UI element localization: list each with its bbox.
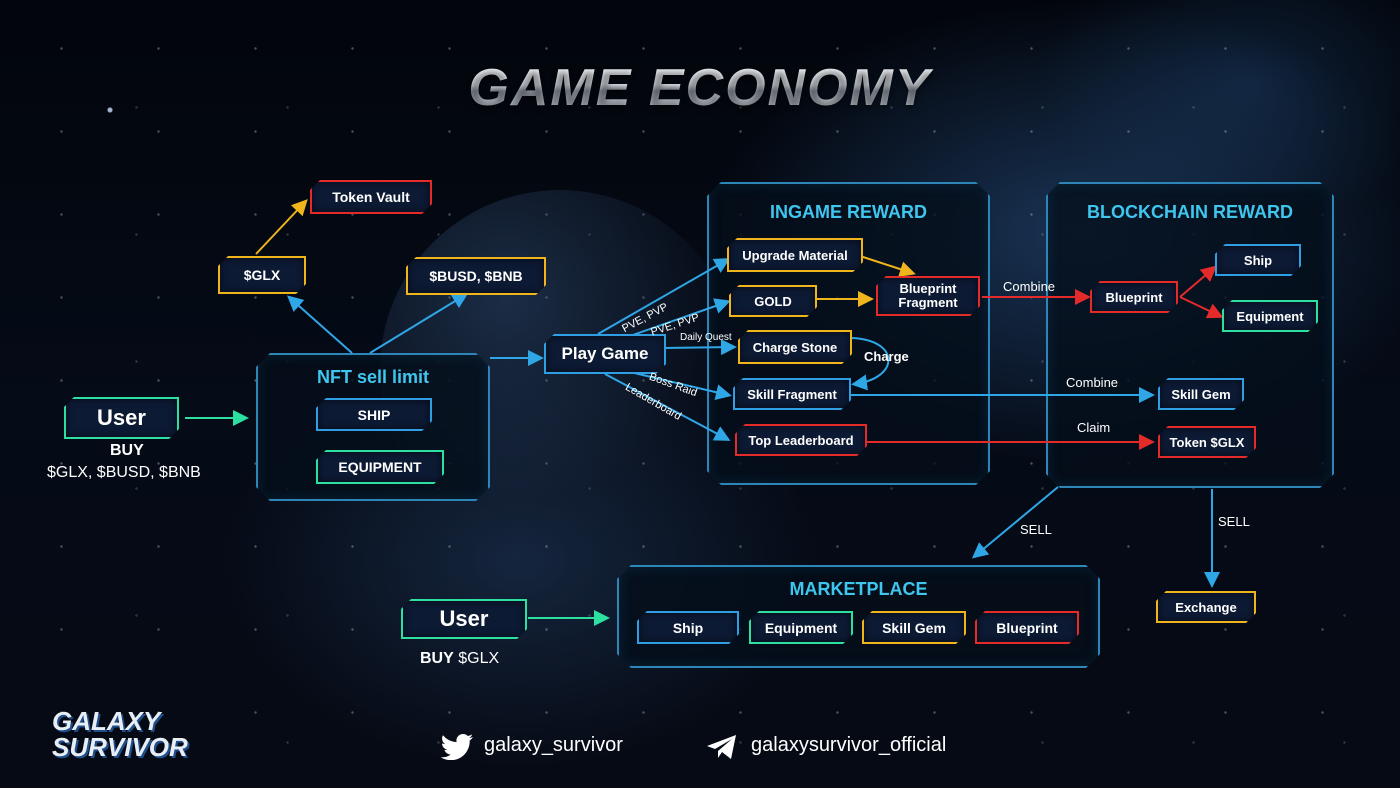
glx-tag[interactable]: $GLX <box>218 256 306 294</box>
blueprint-fragment-line1: Blueprint <box>899 281 956 296</box>
twitter-handle[interactable]: galaxy_survivor <box>484 734 623 757</box>
claim-label: Claim <box>1077 420 1110 435</box>
marketplace-equipment-tag[interactable]: Equipment <box>749 611 853 644</box>
twitter-bird-icon[interactable] <box>440 734 474 760</box>
sell-label-exchange: SELL <box>1218 514 1250 529</box>
sell-label-marketplace: SELL <box>1020 522 1052 537</box>
nft-equipment-tag[interactable]: EQUIPMENT <box>316 450 444 484</box>
blockchain-equipment-tag[interactable]: Equipment <box>1222 300 1318 332</box>
exchange-tag[interactable]: Exchange <box>1156 591 1256 623</box>
token-vault-tag[interactable]: Token Vault <box>310 180 432 214</box>
user-tag[interactable]: User <box>64 397 179 439</box>
blockchain-ship-tag[interactable]: Ship <box>1215 244 1301 276</box>
blueprint-fragment-line2: Fragment <box>898 295 957 310</box>
nft-ship-tag[interactable]: SHIP <box>316 398 432 431</box>
play-game-tag[interactable]: Play Game <box>544 334 666 374</box>
marketplace-blueprint-tag[interactable]: Blueprint <box>975 611 1079 644</box>
upgrade-material-tag[interactable]: Upgrade Material <box>727 238 863 272</box>
galaxy-survivor-logo: GALAXY SURVIVOR <box>52 708 188 760</box>
daily-quest-label: Daily Quest <box>680 332 732 343</box>
skill-gem-tag[interactable]: Skill Gem <box>1158 378 1244 410</box>
user2-buy-label: BUY <box>420 650 454 667</box>
blueprint-tag[interactable]: Blueprint <box>1090 281 1178 313</box>
user2-tag[interactable]: User <box>401 599 527 639</box>
combine-label-1: Combine <box>1003 279 1055 294</box>
user2-buy-line: BUY $GLX <box>420 650 499 668</box>
marketplace-skill-gem-tag[interactable]: Skill Gem <box>862 611 966 644</box>
gold-tag[interactable]: GOLD <box>729 285 817 317</box>
top-leaderboard-tag[interactable]: Top Leaderboard <box>735 424 867 456</box>
user-buy-currencies: $GLX, $BUSD, $BNB <box>47 464 201 482</box>
marketplace-ship-tag[interactable]: Ship <box>637 611 739 644</box>
busd-bnb-tag[interactable]: $BUSD, $BNB <box>406 257 546 295</box>
user2-buy-currency: $GLX <box>458 650 499 667</box>
skill-fragment-tag[interactable]: Skill Fragment <box>733 378 851 410</box>
user-buy-label: BUY <box>110 442 144 460</box>
token-glx-tag[interactable]: Token $GLX <box>1158 426 1256 458</box>
telegram-plane-icon[interactable] <box>706 734 738 760</box>
combine-label-2: Combine <box>1066 375 1118 390</box>
charge-stone-tag[interactable]: Charge Stone <box>738 330 852 364</box>
telegram-handle[interactable]: galaxysurvivor_official <box>751 734 946 757</box>
logo-line2: SURVIVOR <box>52 734 188 760</box>
charge-label: Charge <box>864 349 909 364</box>
logo-line1: GALAXY <box>52 708 188 734</box>
